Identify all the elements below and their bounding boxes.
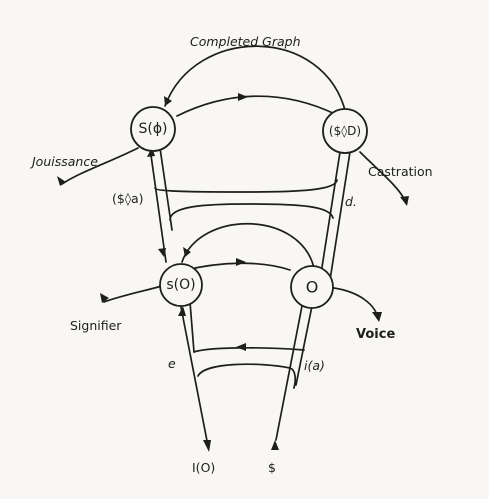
- completed-graph-arrowhead: [164, 96, 172, 106]
- node-s-diamond-d: ($◊D): [322, 108, 368, 154]
- right-lower-inner: [295, 305, 313, 386]
- middle-chain-arrowhead: [236, 258, 246, 266]
- d-label: d.: [345, 194, 357, 209]
- barred-s-start-triangle: [271, 440, 279, 450]
- left-upper-down-arrowhead: [158, 248, 166, 257]
- node-s-phi-label: S(ϕ): [138, 121, 167, 137]
- node-s-o: s(O): [159, 263, 203, 307]
- middle-return-arc: [181, 222, 315, 269]
- left-upper-vertical: [149, 147, 167, 263]
- node-o: O: [290, 265, 334, 309]
- s-o-up-arrowhead: [178, 306, 186, 316]
- completed-graph-label: Completed Graph: [190, 34, 301, 49]
- left-lower-outer: [179, 301, 209, 447]
- jouissance-label: Jouissance: [29, 154, 98, 169]
- s-diamond-a-label: ($◊a): [112, 191, 144, 206]
- voice-label: Voice: [356, 327, 395, 342]
- castration-label: Castration: [368, 164, 433, 179]
- node-s-diamond-d-label: ($◊D): [329, 124, 361, 138]
- node-s-o-label: s(O): [166, 277, 195, 293]
- node-o-label: O: [306, 278, 319, 297]
- right-upper-vertical: [319, 151, 341, 281]
- node-s-phi: S(ϕ): [130, 106, 176, 152]
- drive-band-lower: [169, 203, 334, 221]
- e-label: e: [168, 356, 176, 371]
- jouissance-branch: [61, 147, 139, 185]
- middle-return-arrowhead: [183, 247, 191, 257]
- signifier-triangle: [100, 293, 109, 303]
- upper-chain-arrowhead: [238, 93, 248, 101]
- upper-chain-arc: [176, 95, 336, 117]
- voice-branch: [333, 287, 379, 319]
- s-phi-up-arrowhead: [147, 147, 155, 157]
- completed-graph-arc: [164, 45, 347, 115]
- right-lower-outer: [275, 305, 303, 441]
- i-a-label: i(a): [304, 358, 325, 373]
- voice-arrowhead: [372, 312, 382, 322]
- lower-loop-bottom: [197, 363, 297, 389]
- i-o-arrowhead: [203, 440, 211, 452]
- lower-loop-top: [193, 346, 305, 353]
- signifier-label: Signifier: [70, 318, 122, 333]
- right-inner-vertical: [329, 151, 351, 281]
- left-lower-inner: [189, 301, 195, 353]
- barred-s-label: $: [268, 460, 276, 475]
- i-o-label: I(O): [192, 460, 215, 475]
- signifier-branch: [103, 285, 163, 303]
- lower-loop-arrowhead: [236, 343, 246, 351]
- jouissance-triangle: [57, 176, 66, 186]
- drive-band-upper: [154, 179, 338, 193]
- castration-arrowhead: [400, 196, 409, 206]
